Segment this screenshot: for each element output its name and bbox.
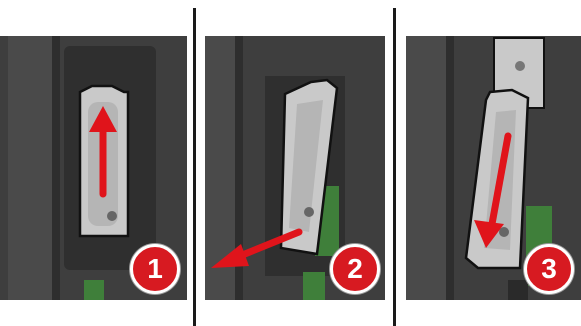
connector [508, 280, 528, 300]
housing-edge [446, 36, 454, 300]
housing-rail [406, 36, 446, 300]
cover-screw-hole [304, 207, 314, 217]
cover-screw-hole [107, 211, 117, 221]
housing-edge [52, 36, 60, 300]
housing-rail [8, 36, 52, 300]
board-edge [84, 280, 104, 300]
step-1-badge: 1 [130, 244, 180, 294]
step-3-badge: 3 [524, 244, 574, 294]
panel-divider-2 [393, 8, 396, 326]
board-edge [303, 272, 325, 300]
bracket-hole [515, 61, 525, 71]
step-2-badge: 2 [330, 244, 380, 294]
panel-divider-1 [193, 8, 196, 326]
